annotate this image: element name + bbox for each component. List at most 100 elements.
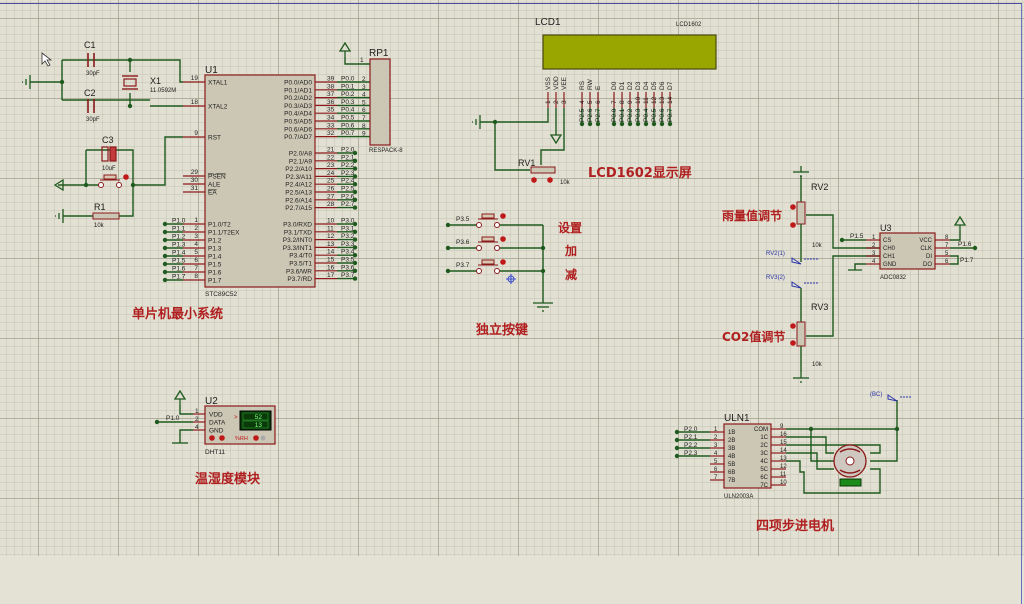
pin-number: 38 (327, 83, 335, 90)
pin-number: 5 (945, 251, 949, 257)
junction-dot (445, 245, 451, 251)
net-label: P1.6 (958, 241, 972, 248)
c2-ref: C2 (84, 88, 96, 98)
u3-ref: U3 (880, 223, 892, 233)
rv3-pot[interactable] (796, 321, 806, 347)
pin-name: D0 (611, 81, 618, 90)
pin-name: 2B (728, 438, 735, 444)
net-label: P1.3 (172, 242, 186, 249)
pin-name: D4 (643, 81, 650, 90)
junction-dot (972, 245, 978, 251)
u2-part: DHT11 (205, 449, 225, 456)
pin-number: 8 (362, 123, 366, 130)
pin-name: P2.2/A10 (285, 166, 312, 173)
pin-number: 30 (191, 177, 199, 184)
dht-readout-frame (242, 420, 269, 429)
pin-number: 2 (872, 243, 876, 249)
pin-number: 8 (194, 273, 198, 280)
pin-name: VDD (553, 76, 560, 90)
pin-name: PSEN (208, 174, 226, 181)
net-label: P0.7 (667, 108, 674, 122)
junction-dot (352, 260, 358, 266)
pin-name: P3.7/RD (287, 276, 312, 283)
r1-value: 10k (94, 223, 105, 229)
junction-dot (162, 221, 168, 227)
probe-bc-label: (BC) (870, 392, 882, 398)
pin-number: 13 (659, 96, 666, 104)
junction-dot (352, 189, 358, 195)
pin-name: COM (754, 427, 768, 433)
net-label: P1.7 (172, 274, 186, 281)
pin-name: P0.2/AD2 (284, 95, 312, 102)
net-label: P0.2 (627, 108, 634, 122)
key-button[interactable] (481, 213, 495, 219)
net-label: P0.5 (341, 115, 355, 122)
r1-resistor[interactable] (92, 212, 120, 220)
reset-button[interactable] (103, 174, 117, 180)
junction-dot (352, 229, 358, 234)
mcu-section[interactable]: U1STC89C5219XTAL118XTAL29RST29PSEN30ALE3… (22, 40, 403, 322)
wire (810, 429, 834, 462)
key-button[interactable] (481, 259, 495, 265)
pin-name: P2.0/A8 (289, 151, 313, 158)
pin-number: 29 (191, 169, 199, 176)
pin-number: 31 (191, 185, 199, 192)
pin-name: ALE (208, 182, 221, 189)
junction-dot (352, 276, 358, 281)
rv2-pot[interactable] (796, 201, 806, 225)
lcd-part: LCD1602 (676, 22, 702, 28)
pin-number: 24 (327, 170, 335, 177)
pin-name: P3.3/INT1 (283, 245, 313, 252)
rv1-pot[interactable] (530, 166, 556, 174)
dht-temperature-value: 13 (255, 422, 263, 429)
net-label: P2.1 (684, 434, 698, 441)
junction-dot (352, 174, 358, 179)
pin-number: 2 (195, 416, 199, 423)
rp1-ref: RP1 (369, 48, 389, 59)
u1-chip[interactable] (204, 74, 316, 288)
switch-contact (494, 268, 500, 274)
pin-number: 8 (945, 235, 949, 241)
pin-number: 2 (553, 100, 560, 104)
schematic[interactable]: U1STC89C5219XTAL118XTAL29RST29PSEN30ALE3… (0, 0, 1024, 556)
schematic-canvas[interactable] (0, 0, 1024, 556)
ground-arrow (549, 134, 563, 145)
pin-name: GND (883, 262, 897, 268)
crystal-body (123, 78, 137, 87)
section-label-lcd: LCD1602显示屏 (588, 166, 692, 181)
pin-number: 10 (635, 96, 642, 104)
junction-dot (674, 453, 680, 459)
state-indicator-icon (547, 177, 553, 183)
adc-section[interactable]: RV210k雨量值调节RV2(1)RV3(2)RV310kCO2值调节U3ADC… (722, 166, 978, 383)
net-label: P2.7 (341, 201, 355, 208)
lcd-screen[interactable] (542, 34, 717, 70)
pin-number: 3 (194, 233, 198, 240)
u3-adc[interactable] (879, 232, 936, 270)
state-indicator-icon (219, 435, 225, 441)
junction-dot (674, 445, 680, 451)
rp1-respack[interactable] (369, 58, 391, 146)
pin-number: 6 (194, 257, 198, 264)
pin-number: 25 (327, 178, 335, 185)
net-label: P1.7 (960, 257, 974, 264)
pin-name: P3.1/TXD (284, 229, 312, 236)
pin-number: 4 (362, 92, 366, 99)
key-label-set: 设置 (558, 220, 582, 235)
c2-value: 30pF (86, 117, 100, 123)
key-button[interactable] (481, 236, 495, 242)
switch-contact (116, 182, 122, 188)
capacitor-plate (109, 146, 117, 162)
net-label: P2.7 (595, 108, 602, 122)
net-label: P2.4 (341, 178, 355, 185)
state-indicator-icon (790, 340, 796, 346)
junction-dot (635, 121, 641, 127)
pin-name: P0.0/AD0 (284, 80, 312, 87)
junction-dot (154, 419, 160, 425)
pin-name: P0.4/AD4 (284, 111, 312, 118)
pin-name: P1.6 (208, 270, 222, 277)
uln1-driver[interactable] (723, 423, 772, 489)
